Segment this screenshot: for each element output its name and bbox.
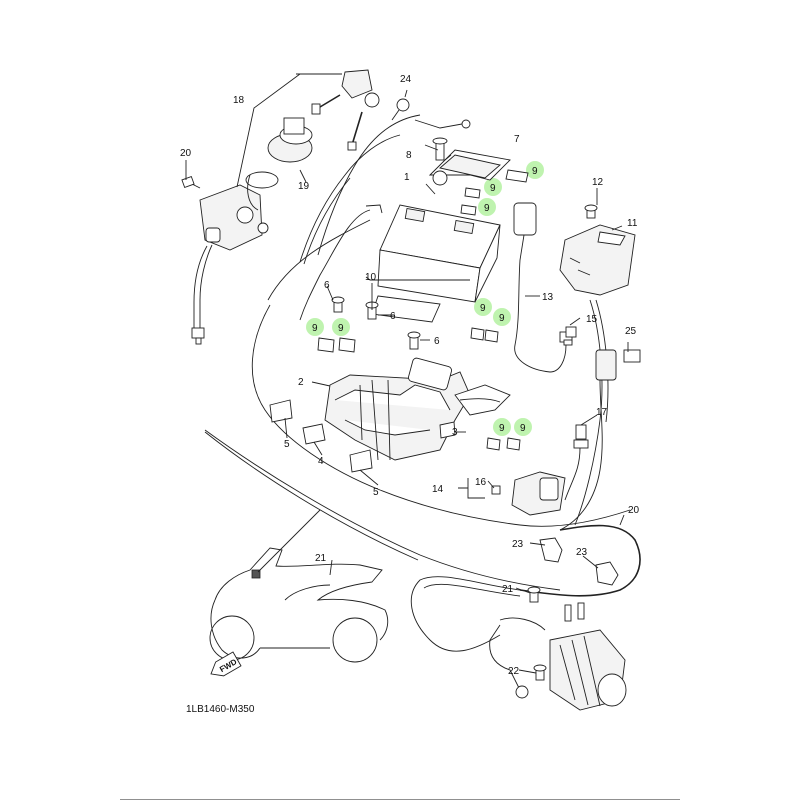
callout-9-f: 9 bbox=[312, 323, 318, 334]
wire-harness-outline bbox=[204, 134, 631, 591]
callout-11: 11 bbox=[627, 218, 638, 229]
callout-9-e: 9 bbox=[499, 313, 505, 324]
callout-23-b: 23 bbox=[576, 547, 588, 558]
callout-21: 21 bbox=[502, 584, 514, 595]
fuse-box bbox=[491, 326, 577, 516]
callout-1: 1 bbox=[404, 172, 410, 183]
callout-23-a: 23 bbox=[512, 539, 524, 550]
callout-12: 12 bbox=[592, 177, 604, 188]
highlight-9-f bbox=[306, 318, 324, 336]
callout-9-h: 9 bbox=[499, 423, 505, 434]
cover bbox=[559, 224, 636, 296]
callout-15-a: 15 bbox=[586, 314, 598, 325]
clamps bbox=[269, 399, 456, 473]
callout-5-a: 5 bbox=[284, 439, 290, 450]
scooter-silhouette bbox=[209, 509, 389, 663]
wire-harness bbox=[410, 524, 641, 652]
highlight-9-g bbox=[332, 318, 350, 336]
callout-6-b: 6 bbox=[390, 311, 396, 322]
pads bbox=[317, 169, 529, 451]
callout-7: 7 bbox=[514, 134, 520, 145]
fwd-arrow: FWD bbox=[210, 651, 242, 677]
highlight-9-b bbox=[484, 178, 502, 196]
diagram-code: 1LB1460-M350 bbox=[186, 704, 255, 715]
callout-14: 14 bbox=[432, 484, 444, 495]
callout-20-a: 20 bbox=[628, 505, 640, 516]
callout-6-c: 6 bbox=[434, 336, 440, 347]
relay bbox=[564, 424, 589, 501]
location-marker bbox=[251, 569, 261, 579]
fuse-holder-top bbox=[513, 202, 573, 373]
callout-9-d: 9 bbox=[480, 303, 486, 314]
battery-case bbox=[324, 357, 511, 461]
clamp-23-a bbox=[539, 537, 563, 563]
highlight-9-d bbox=[474, 298, 492, 316]
clamp-23-b bbox=[595, 561, 619, 586]
callout-13: 13 bbox=[542, 292, 554, 303]
highlight-9-e bbox=[493, 308, 511, 326]
callout-4: 4 bbox=[318, 456, 324, 467]
callout-5-b: 5 bbox=[373, 487, 379, 498]
callout-22: 22 bbox=[508, 666, 520, 677]
callout-8: 8 bbox=[406, 150, 412, 161]
connector bbox=[559, 349, 641, 531]
callout-9-c: 9 bbox=[484, 203, 490, 214]
callout-9-g: 9 bbox=[338, 323, 344, 334]
highlight-group bbox=[306, 161, 544, 436]
highlight-9-h bbox=[493, 418, 511, 436]
callout-20-b: 21 bbox=[315, 553, 327, 564]
callout-9-a: 9 bbox=[532, 166, 538, 177]
battery-band-bracket bbox=[428, 137, 511, 186]
callout-18: 19 bbox=[298, 181, 310, 192]
starter-motor bbox=[489, 586, 627, 711]
leader-lines bbox=[185, 89, 629, 674]
battery bbox=[377, 204, 501, 303]
clip bbox=[396, 98, 410, 112]
callout-2: 2 bbox=[298, 377, 304, 388]
callout-9-i: 9 bbox=[520, 423, 526, 434]
rear-wheel bbox=[332, 617, 378, 663]
main-switch-assembly bbox=[181, 69, 380, 345]
callout-6-a: 6 bbox=[324, 280, 330, 291]
callout-19: 20 bbox=[180, 148, 192, 159]
callout-24: 24 bbox=[400, 74, 412, 85]
callout-17: 18 bbox=[233, 95, 245, 106]
callout-25: 25 bbox=[625, 326, 637, 337]
highlight-9-a bbox=[526, 161, 544, 179]
callout-labels: 24 18 7 8 20 9 1 12 19 9 9 11 10 6 13 9 … bbox=[180, 74, 640, 715]
callout-16: 17 bbox=[596, 407, 608, 418]
plate bbox=[371, 295, 441, 323]
highlight-9-c bbox=[478, 198, 496, 216]
highlight-9-i bbox=[514, 418, 532, 436]
callout-3: 3 bbox=[452, 427, 458, 438]
callout-10: 10 bbox=[365, 272, 377, 283]
callout-15-b: 16 bbox=[475, 477, 487, 488]
callout-9-b: 9 bbox=[490, 183, 496, 194]
